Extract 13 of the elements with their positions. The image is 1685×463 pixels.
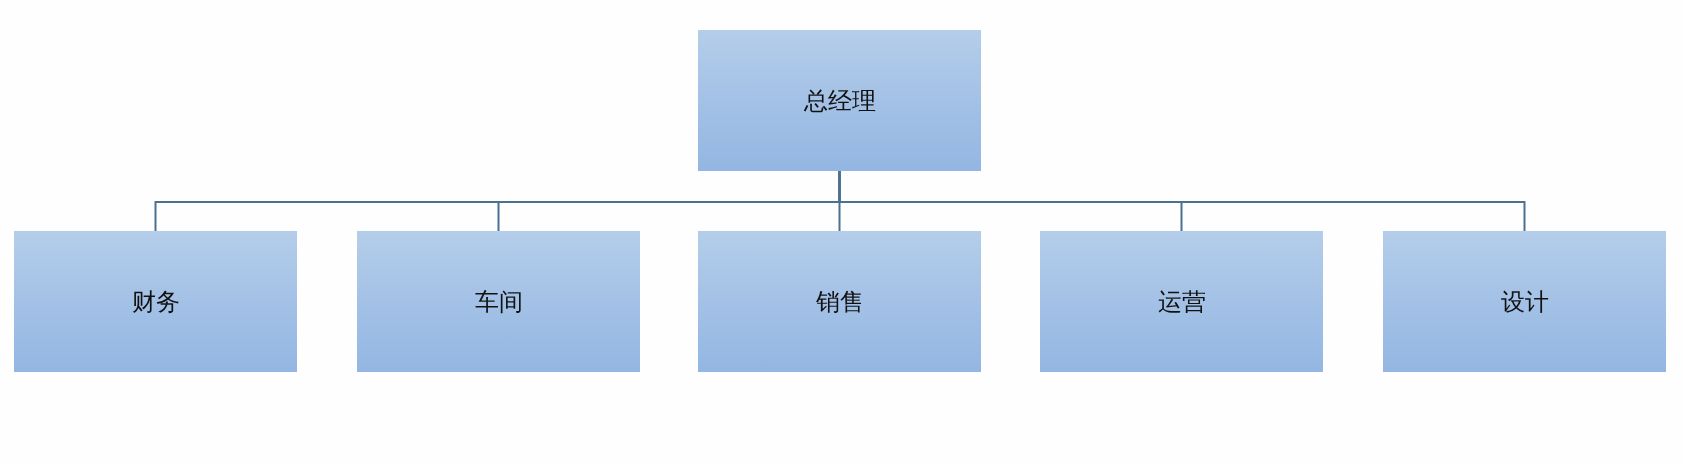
org-box <box>1040 231 1323 372</box>
org-box <box>698 30 981 171</box>
org-box <box>698 231 981 372</box>
box-label: 车间 <box>474 286 523 317</box>
box-label: 销售 <box>815 286 864 317</box>
org-box <box>14 231 297 372</box>
box-label: 总经理 <box>803 85 876 116</box>
box-label: 运营 <box>1157 286 1206 317</box>
box-label: 财务 <box>131 286 180 317</box>
connector-line <box>838 170 1526 232</box>
org-box <box>1383 231 1666 372</box>
org-box <box>357 231 640 372</box>
box-label: 设计 <box>1500 286 1549 317</box>
